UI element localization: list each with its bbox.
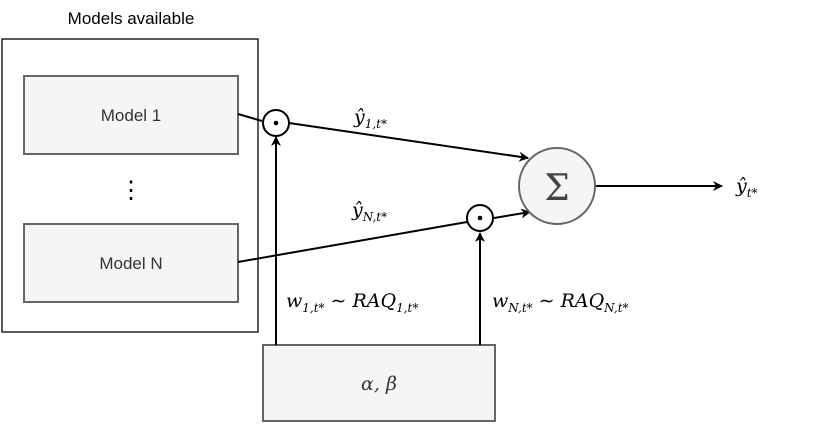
model-n-to-mult-line [237,221,468,263]
output-label: ŷt* [735,175,758,200]
params-label: α, β [361,373,397,395]
container-title: Models available [68,9,195,28]
model-1-to-mult-line [237,113,263,122]
sigma-icon: Σ [544,168,569,209]
ellipsis: ⋮ [119,177,143,204]
yN-label: ŷN,t* [351,199,387,224]
multiply-node-n [466,204,494,232]
params-box [262,344,496,422]
w1-formula: w1,t*∼RAQ1,t* [286,290,418,315]
y1-label: ŷ1,t* [353,106,387,131]
model-1-label: Model 1 [101,106,161,125]
wN-formula: wN,t*∼RAQN,t* [492,290,629,315]
model-n-box [23,223,239,303]
models-container [1,38,259,333]
model-n-label: Model N [99,254,162,273]
sum-node [518,147,596,225]
multiply-node-1 [262,109,290,137]
y1-arrow [288,122,529,162]
yN-arrow [493,208,531,219]
model-1-box [23,75,239,155]
